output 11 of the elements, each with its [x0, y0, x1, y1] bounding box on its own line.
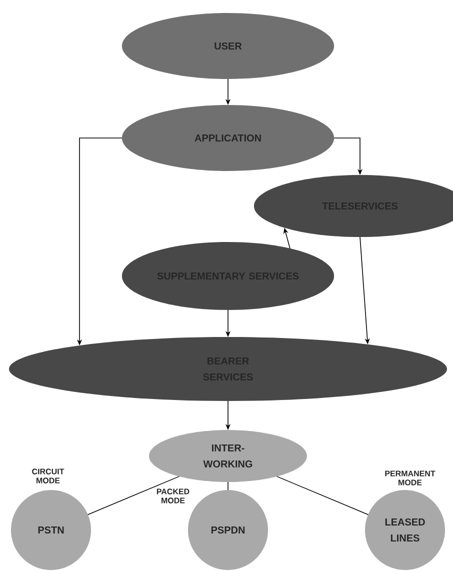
mode-label: PACKED MODE	[156, 488, 190, 504]
circle-node: PSTN	[11, 490, 91, 570]
mode-label: PERMANENT MODE	[385, 470, 436, 486]
connector-line	[276, 476, 368, 515]
circle-node: PSPDN	[188, 490, 268, 570]
mode-label: CIRCUIT MODE	[32, 468, 64, 484]
connector-line	[88, 476, 180, 515]
circle-node: LEASED LINES	[365, 490, 445, 570]
ellipse-node: INTER-WORKING	[149, 430, 307, 482]
ellipse-node: USER	[122, 13, 334, 79]
ellipse-node: APPLICATION	[122, 105, 334, 171]
